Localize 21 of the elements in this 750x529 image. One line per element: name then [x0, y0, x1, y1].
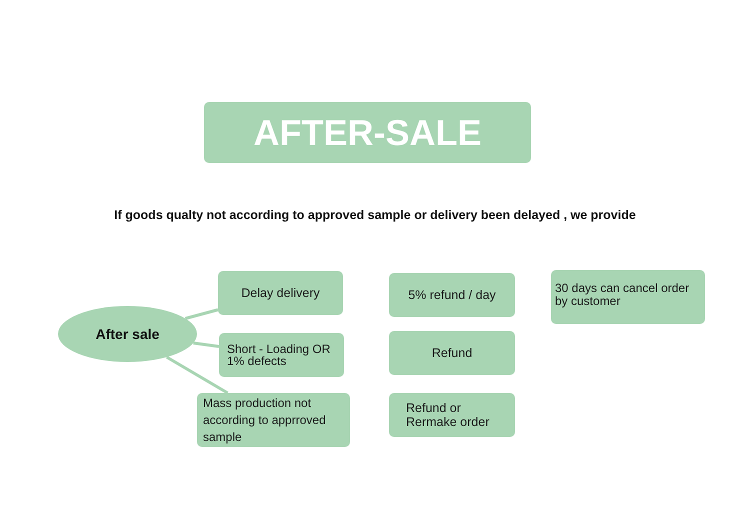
title-banner	[204, 102, 531, 163]
connector-line	[193, 341, 220, 348]
node-text: Mass production not according to apprroved sample	[203, 394, 327, 446]
process-box	[389, 273, 515, 317]
title-text: AFTER-SALE	[254, 114, 482, 150]
process-box	[551, 270, 705, 324]
connector-line	[166, 356, 228, 394]
subtitle-text: If goods qualty not according to approved sample or delivery been delayed , we provide	[114, 207, 636, 224]
node-text: After sale	[96, 324, 160, 344]
process-box	[218, 271, 343, 315]
node-text: Delay delivery	[241, 284, 320, 302]
node-text: Refund or Rermake order	[406, 401, 490, 429]
connector-line	[184, 308, 218, 320]
node-text: Short - Loading OR 1% defects	[227, 343, 332, 367]
process-box	[389, 393, 515, 437]
process-box	[197, 393, 350, 447]
process-box	[219, 333, 344, 377]
node-text: 5% refund / day	[408, 286, 496, 304]
node-text: Refund	[432, 344, 472, 362]
process-box	[389, 331, 515, 375]
node-text: 30 days can cancel order by customer	[555, 282, 690, 308]
